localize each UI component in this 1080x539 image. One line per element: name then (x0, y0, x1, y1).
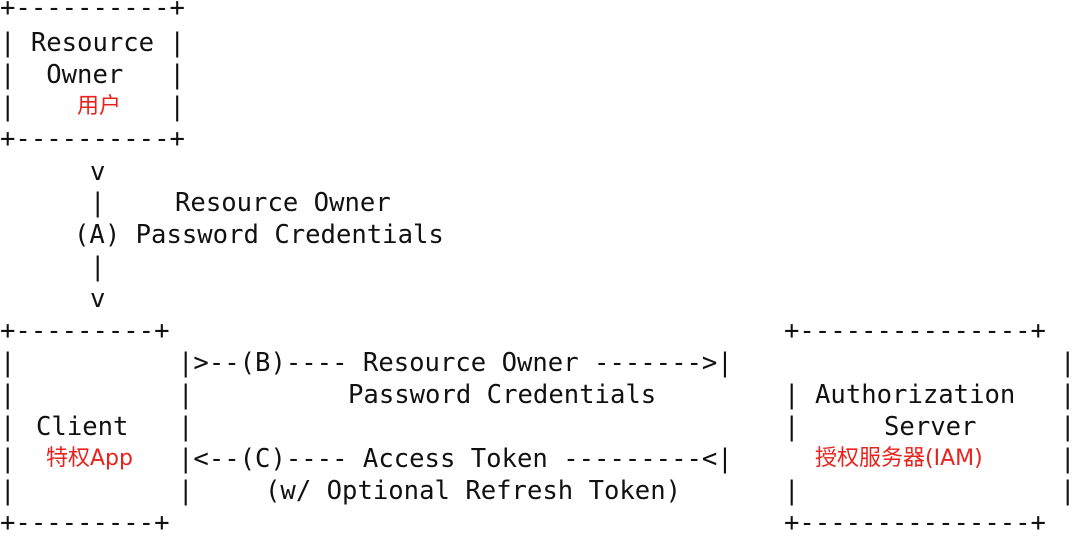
flow-c-arrow-line: |<--(C)---- Access Token ---------<| (178, 444, 733, 474)
auth-server-right-border-4: | (1060, 444, 1076, 474)
client-left-border-4: | (0, 444, 16, 474)
flow-gap-left-bar: | (178, 412, 194, 442)
client-left-border-1: | (0, 348, 16, 378)
flow-a-arrow-bottom: v (90, 284, 106, 314)
client-left-border-5: | (0, 476, 16, 506)
auth-server-left-border-3: | (784, 412, 800, 442)
resource-owner-zh-label: 用户 (77, 94, 122, 119)
flow-c-left-bar: | (178, 476, 194, 506)
resource-owner-top-border: +----------+ (0, 0, 185, 23)
client-left-border-2: | (0, 380, 16, 410)
auth-server-left-border-5: | (784, 476, 800, 506)
resource-owner-side-borders: | | (0, 92, 185, 122)
auth-server-right-border-1: | (1060, 348, 1076, 378)
client-top-border: +---------+ (0, 316, 170, 346)
flow-b-arrow-line: |>--(B)---- Resource Owner ------->| (178, 348, 733, 378)
flow-a-bar-top: | (90, 188, 106, 218)
auth-server-left-border-2: | (784, 380, 800, 410)
client-left-border-3: | (0, 412, 16, 442)
flow-c-label: (w/ Optional Refresh Token) (265, 476, 682, 506)
flow-b-label: Password Credentials (348, 380, 657, 410)
flow-b-left-bar: | (178, 380, 194, 410)
auth-server-bottom-border: +---------------+ (784, 508, 1046, 538)
auth-server-top-border: +---------------+ (784, 316, 1046, 346)
client-zh-label: 特权App (46, 446, 133, 471)
resource-owner-label-line1: | Resource | (0, 28, 185, 58)
flow-a-arrow-top: v (90, 157, 106, 187)
resource-owner-label-line2: | Owner | (0, 60, 185, 90)
flow-a-label-line1: Resource Owner (175, 188, 391, 218)
client-bottom-border: +---------+ (0, 508, 170, 538)
auth-server-zh-label: 授权服务器(IAM) (815, 446, 983, 471)
auth-server-right-border-5: | (1060, 476, 1076, 506)
auth-server-label-line1: Authorization (815, 380, 1016, 410)
flow-a-label-line2: (A) Password Credentials (74, 220, 444, 250)
auth-server-right-border-2: | (1060, 380, 1076, 410)
resource-owner-bottom-border: +----------+ (0, 124, 185, 154)
auth-server-label-line2: Server (884, 412, 977, 442)
flow-a-bar-bottom: | (90, 252, 106, 282)
auth-server-right-border-3: | (1060, 412, 1076, 442)
client-label: Client (36, 412, 129, 442)
